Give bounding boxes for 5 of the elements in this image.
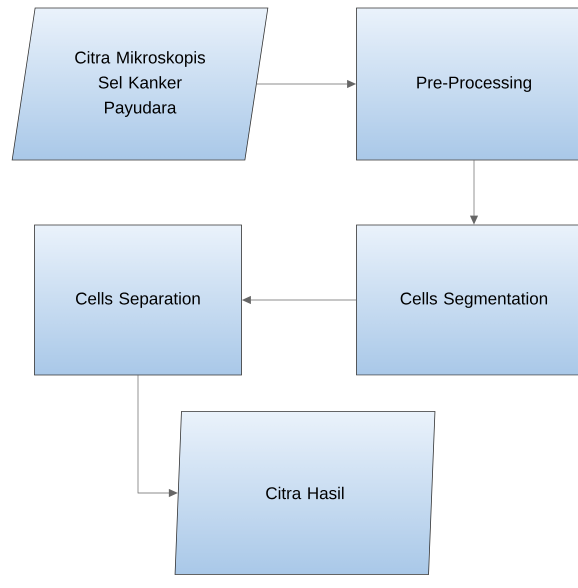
process-box: Pre-Processing [356,8,578,160]
process-box: Cells Segmentation [356,224,578,376]
data-parallelogram: Citra Hasil [174,411,436,575]
data-parallelogram: Citra Mikroskopis Sel Kanker Payudara [12,8,268,160]
process-box: Cells Separation [34,224,242,376]
